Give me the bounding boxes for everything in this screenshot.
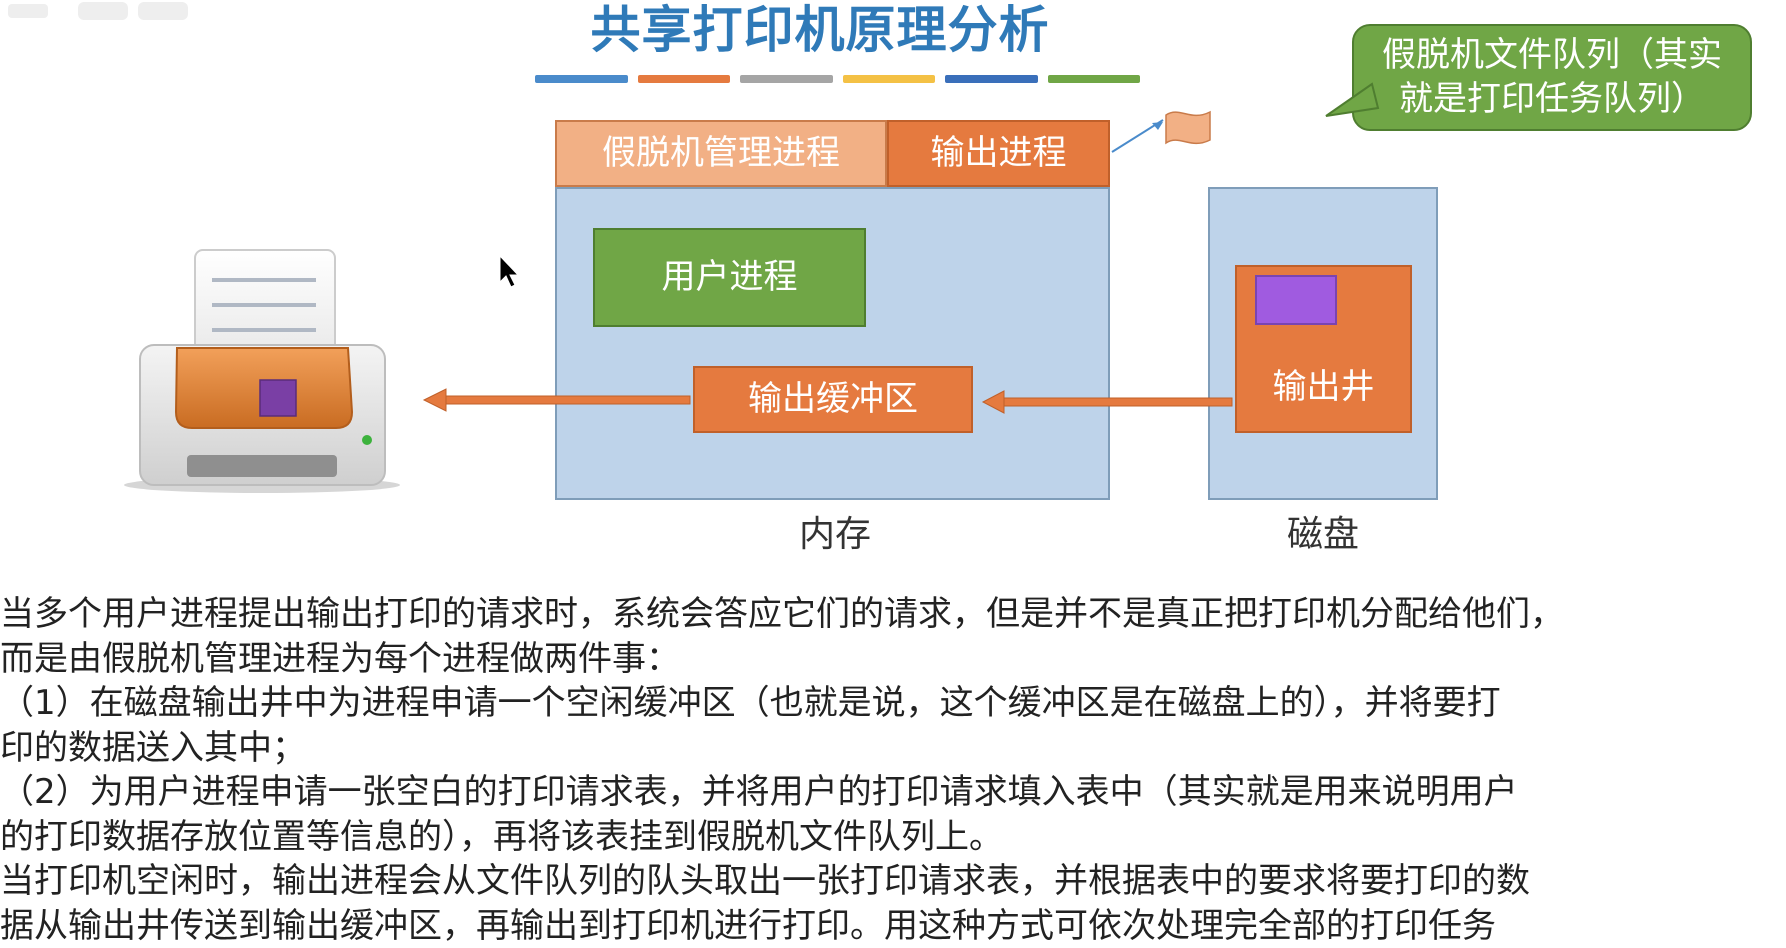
output-well-buffer-slot bbox=[1255, 275, 1337, 325]
disk-label: 磁盘 bbox=[1286, 514, 1359, 555]
explanation-text: 当多个用户进程提出输出打印的请求时，系统会答应它们的请求，但是并不是真正把打印机… bbox=[0, 592, 1786, 948]
output-buffer-box: 输出缓冲区 bbox=[693, 366, 973, 433]
spool-manager-process-box: 假脱机管理进程 bbox=[555, 120, 887, 187]
memory-label: 内存 bbox=[798, 514, 871, 555]
output-well-label: 输出井 bbox=[1272, 367, 1375, 407]
title-underline-bars bbox=[535, 75, 1140, 83]
title-bar-5 bbox=[945, 75, 1038, 83]
diagram-title: 共享打印机原理分析 bbox=[590, 1, 1050, 59]
printer-icon bbox=[124, 249, 400, 493]
user-process-box: 用户进程 bbox=[593, 228, 866, 327]
callout-tail bbox=[1325, 82, 1380, 117]
paragraph-output: 当打印机空闲时，输出进程会从文件队列的队头取出一张打印请求表，并根据表中的要求将… bbox=[0, 861, 1530, 946]
title-bar-4 bbox=[842, 75, 935, 83]
flag-icon bbox=[1111, 110, 1211, 153]
title-bar-6 bbox=[1047, 75, 1140, 83]
arrow-well-to-buffer bbox=[981, 390, 1233, 414]
paragraph-step-1: （1）在磁盘输出井中为进程申请一个空闲缓冲区（也就是说，这个缓冲区是在磁盘上的）… bbox=[0, 683, 1501, 768]
cursor-icon bbox=[499, 254, 520, 288]
logo-watermark bbox=[8, 0, 208, 28]
title-bar-3 bbox=[740, 75, 833, 83]
output-well-box: 输出井 bbox=[1235, 265, 1412, 433]
watermark-icon bbox=[8, 2, 188, 20]
output-process-box: 输出进程 bbox=[887, 120, 1110, 187]
title-bar-1 bbox=[535, 75, 628, 83]
paragraph-step-2: （2）为用户进程申请一张空白的打印请求表，并将用户的打印请求填入表中（其实就是用… bbox=[0, 772, 1518, 857]
arrow-buffer-to-printer bbox=[422, 388, 691, 412]
title-bar-2 bbox=[637, 75, 730, 83]
paragraph-intro: 当多个用户进程提出输出打印的请求时，系统会答应它们的请求，但是并不是真正把打印机… bbox=[0, 594, 1564, 679]
spool-queue-callout: 假脱机文件队列（其实就是打印任务队列） bbox=[1352, 24, 1752, 131]
